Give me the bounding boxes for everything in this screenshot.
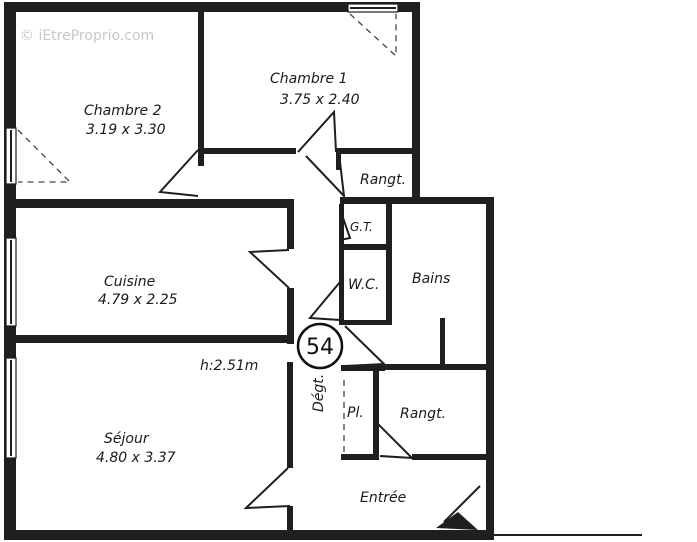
dims-sejour: 4.80 x 3.37 [96, 450, 176, 466]
window-swing-chambre2 [17, 129, 72, 183]
window-swing-chambre1 [349, 13, 397, 58]
wall-cuisine-right-a [287, 199, 294, 249]
plan-number-badge: 54 [296, 322, 344, 370]
label-entree: Entrée [360, 490, 406, 506]
wall-wc-bottom [339, 320, 392, 325]
label-sejour: Séjour [104, 431, 150, 447]
wall-bains-bottom [382, 364, 488, 370]
wall-sejour-right-a [287, 362, 293, 468]
door-chambre1 [297, 109, 337, 153]
wall-gt-right [386, 204, 392, 324]
door-gt [339, 214, 352, 241]
wall-sejour-right-b [287, 506, 293, 532]
room-labels: Chambre 1 3.75 x 2.40 Chambre 2 3.19 x 3… [84, 71, 450, 506]
door-entree [436, 512, 478, 530]
watermark: © iEtreProprio.com [20, 28, 154, 44]
wall-chambre1-right [412, 2, 420, 200]
wall-pl-top [341, 365, 385, 371]
windows [5, 3, 399, 459]
wall-top [4, 2, 418, 12]
wall-pl-bottom [341, 454, 379, 460]
wall-rangt-bottom [412, 454, 488, 460]
wall-pl-right [373, 365, 379, 459]
label-chambre2: Chambre 2 [84, 103, 162, 119]
wall-right [486, 197, 494, 540]
wall-rangt-left [336, 148, 341, 170]
label-rangt-top: Rangt. [360, 172, 406, 188]
label-degt: Dégt. [311, 374, 327, 412]
door-wc [307, 281, 341, 321]
door-bains [344, 325, 387, 367]
wall-chambre1-bottom-b [336, 148, 416, 154]
wall-bains-top [340, 197, 494, 204]
ceiling-height: h:2.51m [200, 358, 258, 374]
label-rangt-bottom: Rangt. [400, 406, 446, 422]
wall-cuisine-sejour [4, 335, 294, 343]
label-chambre1: Chambre 1 [270, 71, 347, 87]
door-entree-swing [443, 485, 481, 523]
wall-gt-wc [339, 244, 391, 250]
wall-bottom [4, 530, 492, 540]
door-rangt-bottom [377, 423, 415, 460]
wall-chambre1-bottom-a [198, 148, 296, 154]
plan-number-circle [296, 322, 344, 370]
dims-chambre2: 3.19 x 3.30 [86, 122, 166, 138]
label-cuisine: Cuisine [104, 274, 155, 290]
plan-number: 54 [306, 335, 334, 360]
label-wc: W.C. [348, 277, 379, 293]
wall-c2-cuisine [4, 199, 294, 208]
dims-chambre1: 3.75 x 2.40 [280, 92, 360, 108]
dims-cuisine: 4.79 x 2.25 [98, 292, 178, 308]
door-chambre2 [157, 149, 199, 197]
door-sejour [243, 467, 291, 510]
label-bains: Bains [412, 271, 450, 287]
doors [17, 13, 481, 530]
wall-cuisine-right-b [287, 288, 294, 344]
label-pl: Pl. [347, 405, 364, 421]
wall-gt-left [339, 204, 344, 324]
label-gt: G.T. [350, 220, 373, 234]
door-rangt-top [305, 155, 346, 199]
wall-bains-partition [440, 318, 445, 366]
wall-c1-c2 [198, 10, 204, 166]
door-cuisine [247, 249, 290, 289]
